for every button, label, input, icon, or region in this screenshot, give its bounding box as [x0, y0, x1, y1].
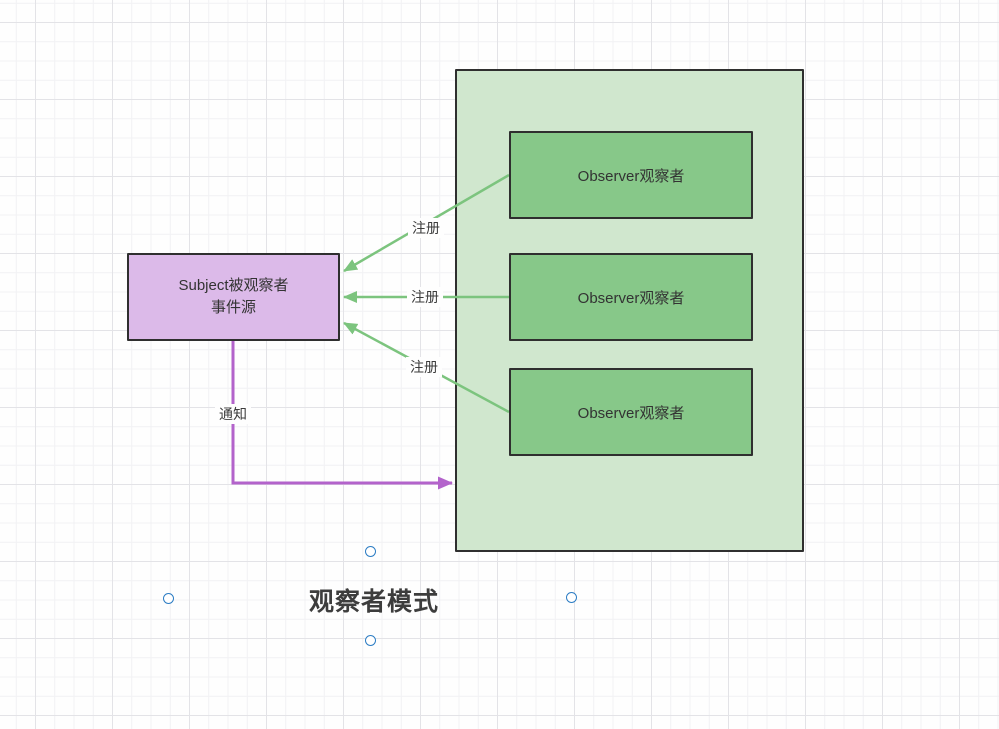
connection-point-right[interactable]	[566, 592, 577, 603]
observer-box-1-label: Observer观察者	[577, 167, 685, 185]
register-label-2[interactable]: 注册	[407, 287, 443, 307]
observer-box-3[interactable]: Observer观察者	[509, 368, 753, 456]
connection-point-bottom[interactable]	[365, 635, 376, 646]
observer-box-2[interactable]: Observer观察者	[509, 253, 753, 341]
subject-label-line1: Subject被观察者	[178, 277, 289, 294]
connection-point-left[interactable]	[163, 593, 174, 604]
observer-box-1[interactable]: Observer观察者	[509, 131, 753, 219]
notify-label[interactable]: 通知	[215, 404, 251, 424]
diagram-title[interactable]: 观察者模式	[308, 588, 439, 616]
register-label-3[interactable]: 注册	[406, 357, 442, 377]
observer-box-3-label: Observer观察者	[577, 404, 685, 422]
connection-point-top[interactable]	[365, 546, 376, 557]
notify-arrow[interactable]	[231, 341, 453, 490]
observer-box-2-label: Observer观察者	[577, 289, 685, 307]
subject-label-line2: 事件源	[210, 299, 256, 316]
subject-box[interactable]: Subject被观察者 事件源	[127, 253, 340, 341]
register-label-1[interactable]: 注册	[408, 218, 444, 238]
